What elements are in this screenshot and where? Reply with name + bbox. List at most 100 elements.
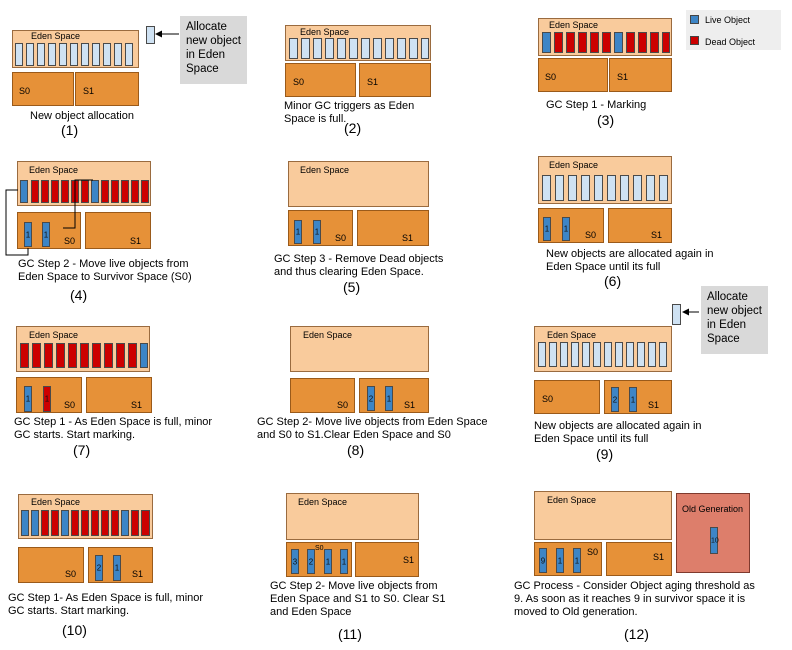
caption: New objects are allocated again in Eden … (534, 420, 702, 445)
legend-dead-label: Dead Object (705, 37, 756, 47)
dead-object (111, 180, 119, 203)
empty-slot (361, 38, 370, 59)
caption: GC Step 2- Move live objects from Eden S… (257, 416, 488, 441)
s0-label: S0 (335, 233, 347, 243)
step-number: (5) (343, 279, 361, 295)
s0-label: S0 (315, 545, 324, 552)
live-object: 1 (24, 222, 32, 247)
s0-space: 1 1 S0 (288, 210, 353, 246)
dead-object (61, 180, 69, 203)
dead-object (131, 180, 139, 203)
s0-space: S0 (538, 58, 608, 92)
empty-slot (15, 43, 23, 66)
live-object: 9 (539, 548, 547, 573)
dead-object (626, 32, 635, 53)
dead-object (131, 510, 139, 536)
empty-slot (581, 175, 590, 201)
empty-slot (659, 175, 668, 201)
dead-object (92, 343, 101, 368)
legend: Live Object Dead Object (686, 10, 781, 50)
s0-space: S0 (534, 380, 600, 414)
eden-space-7: Eden Space (16, 326, 150, 372)
empty-slot (646, 175, 655, 201)
eden-label: Eden Space (29, 165, 79, 175)
live-object: 1 (556, 548, 564, 573)
live-object (61, 510, 69, 536)
live-object: 1 (113, 555, 121, 581)
caption: Minor GC triggers as Eden Space is full. (284, 100, 415, 125)
dead-object (554, 32, 563, 53)
eden-space-1: Eden Space (12, 30, 139, 68)
s1-label: S1 (648, 400, 660, 410)
live-object (31, 510, 39, 536)
dead-object (51, 180, 59, 203)
step-number: (8) (347, 442, 365, 458)
s0-label: S0 (542, 394, 554, 404)
live-object (614, 32, 623, 53)
empty-slot (103, 43, 111, 66)
eden-space-3: Eden Space (538, 18, 672, 56)
live-object: 1 (573, 548, 581, 573)
live-object: 1 (543, 217, 551, 241)
live-object (121, 510, 129, 536)
live-object: 1 (340, 549, 348, 574)
live-object: 10 (710, 527, 719, 554)
live-object: 1 (24, 386, 32, 412)
callout-allocate: Allocate new object in Eden Space (180, 16, 247, 84)
empty-slot (648, 342, 656, 367)
s1-space: S1 (75, 72, 139, 106)
live-object: 1 (324, 549, 332, 574)
live-object: 3 (291, 549, 299, 574)
dead-object (128, 343, 137, 368)
caption: GC Step 2 - Move live objects from Eden … (18, 258, 192, 283)
caption: New object allocation (30, 110, 134, 122)
live-object: 2 (611, 387, 619, 412)
eden-space-12: Eden Space (534, 491, 672, 540)
s1-space: S1 (606, 542, 672, 576)
s1-space: 2 1 S1 (88, 547, 153, 583)
empty-slot (397, 38, 406, 59)
dead-object (81, 510, 89, 536)
live-object: 2 (367, 386, 375, 411)
s1-space: S1 (357, 210, 429, 246)
dead-object (662, 32, 670, 53)
empty-slot (538, 342, 546, 367)
dead-object (602, 32, 611, 53)
dead-object (20, 343, 29, 368)
empty-slot (289, 38, 298, 59)
empty-slot (594, 175, 603, 201)
eden-space-9: Eden Space (534, 326, 672, 372)
eden-space-11: Eden Space (286, 493, 419, 540)
step-number: (12) (624, 626, 649, 642)
callout-allocate: Allocate new object in Eden Space (701, 286, 768, 354)
s0-label: S0 (65, 569, 77, 579)
dead-object (51, 510, 59, 536)
dead-object (41, 510, 49, 536)
old-generation: Old Generation 10 (676, 493, 750, 573)
caption: GC Step 1 - Marking (546, 99, 647, 111)
live-object (542, 32, 551, 53)
s0-label: S0 (587, 547, 599, 557)
s1-label: S1 (83, 86, 95, 96)
dead-object (68, 343, 77, 368)
s0-label: S0 (64, 236, 76, 246)
s1-space: S1 (86, 377, 152, 413)
empty-slot (26, 43, 34, 66)
empty-slot (633, 175, 642, 201)
s1-space: 2 1 S1 (359, 378, 429, 413)
s1-label: S1 (130, 236, 142, 246)
empty-slot (615, 342, 623, 367)
empty-slot (593, 342, 601, 367)
empty-slot (637, 342, 645, 367)
empty-slot (582, 342, 590, 367)
step-number: (3) (597, 112, 615, 128)
empty-slot (607, 175, 616, 201)
dead-object (56, 343, 65, 368)
dead-object (141, 510, 150, 536)
empty-slot (626, 342, 634, 367)
s1-label: S1 (402, 233, 414, 243)
live-object (91, 180, 99, 203)
s0-label: S0 (64, 400, 76, 410)
empty-slot (620, 175, 629, 201)
empty-slot (92, 43, 100, 66)
